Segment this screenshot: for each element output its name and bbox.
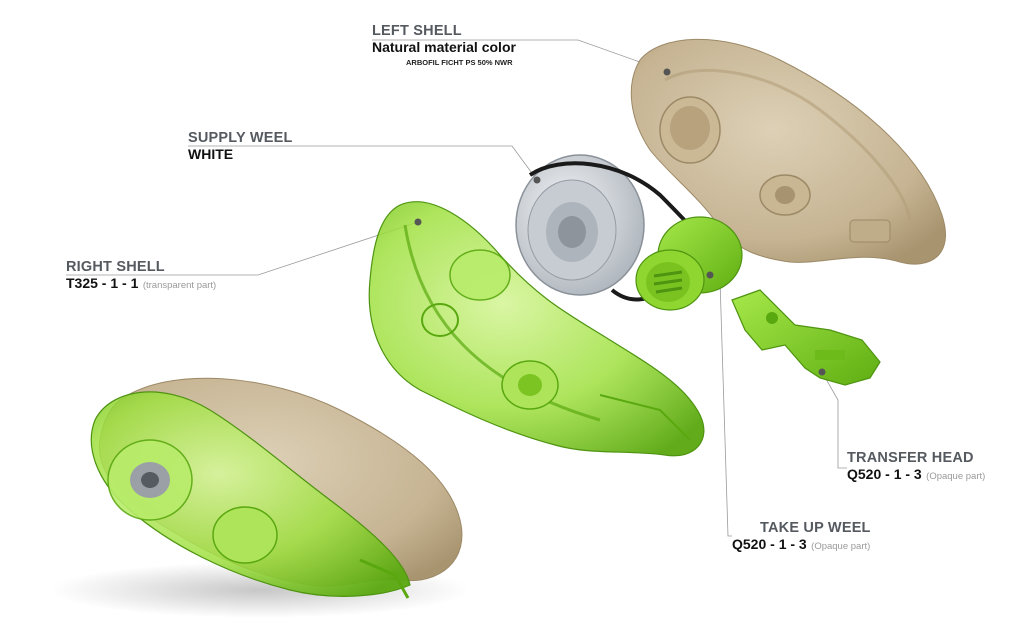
transfer-head-label: TRANSFER HEAD Q520 - 1 - 3 (Opaque part)	[847, 450, 985, 484]
transfer-head-marker	[818, 368, 826, 376]
right-shell-label: RIGHT SHELL T325 - 1 - 1 (transparent pa…	[66, 259, 216, 293]
left-shell-part	[630, 38, 947, 265]
assembled-product	[50, 377, 470, 618]
right-shell-code: T325 - 1 - 1	[66, 275, 139, 291]
leader-transfer-head	[821, 371, 847, 469]
take-up-wheel-title: TAKE UP WEEL	[760, 520, 871, 536]
right-shell-note: (transparent part)	[142, 280, 217, 291]
transfer-head-part	[731, 289, 881, 386]
leader-take-up-wheel	[719, 279, 732, 537]
left-shell-material: ARBOFIL FICHT PS 50% NWR	[406, 58, 513, 67]
take-up-wheel-code: Q520 - 1 - 3	[732, 536, 807, 552]
left-shell-value: Natural material color	[372, 39, 516, 55]
take-up-wheel-marker	[706, 271, 714, 279]
supply-wheel-value: WHITE	[188, 146, 234, 162]
take-up-wheel-label: TAKE UP WEEL Q520 - 1 - 3 (Opaque part)	[732, 520, 871, 554]
transfer-head-title: TRANSFER HEAD	[847, 450, 974, 466]
left-shell-marker	[663, 68, 671, 76]
take-up-wheel-note: (Opaque part)	[811, 541, 871, 552]
left-shell-title: LEFT SHELL	[372, 23, 462, 39]
transfer-head-code: Q520 - 1 - 3	[847, 466, 922, 482]
supply-wheel-marker	[533, 176, 541, 184]
left-shell-label: LEFT SHELL Natural material color ARBOFI…	[372, 23, 516, 67]
leader-left-shell	[372, 39, 669, 73]
leader-lines	[66, 39, 847, 537]
take-up-wheel-part	[635, 216, 743, 311]
supply-wheel-label: SUPPLY WEEL WHITE	[188, 130, 293, 164]
leader-right-shell	[66, 221, 419, 276]
right-shell-part	[368, 201, 705, 457]
right-shell-title: RIGHT SHELL	[66, 259, 165, 275]
transfer-head-note: (Opaque part)	[926, 471, 986, 482]
leader-supply-wheel	[188, 145, 538, 181]
supply-wheel-part	[515, 154, 737, 302]
supply-wheel-title: SUPPLY WEEL	[188, 130, 293, 146]
right-shell-marker	[414, 218, 422, 226]
